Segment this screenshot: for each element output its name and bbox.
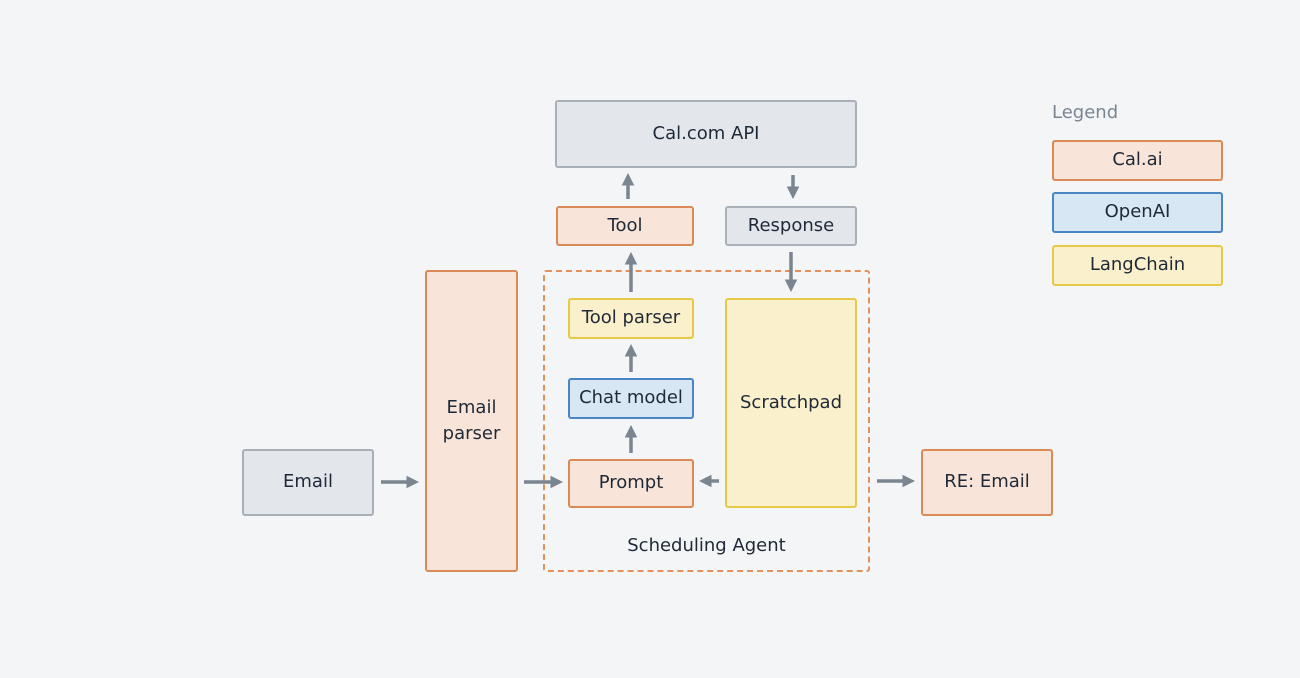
tool-node: Tool	[556, 206, 694, 246]
legend-item-openai: OpenAI	[1052, 192, 1223, 233]
prompt-node: Prompt	[568, 459, 694, 508]
re-email-node: RE: Email	[921, 449, 1053, 516]
legend-title: Legend	[1052, 102, 1119, 123]
scratchpad-node: Scratchpad	[725, 298, 857, 508]
email-parser-node: Email parser	[425, 270, 518, 572]
cal-com-api-node: Cal.com API	[555, 100, 857, 168]
chat-model-node: Chat model	[568, 378, 694, 419]
response-node: Response	[725, 206, 857, 246]
legend-item-calai: Cal.ai	[1052, 140, 1223, 181]
scheduling-agent-group: Scheduling Agent	[543, 270, 870, 572]
scheduling-agent-label: Scheduling Agent	[627, 535, 786, 556]
tool-parser-node: Tool parser	[568, 298, 694, 339]
legend-item-langchain: LangChain	[1052, 245, 1223, 286]
email-node: Email	[242, 449, 374, 516]
